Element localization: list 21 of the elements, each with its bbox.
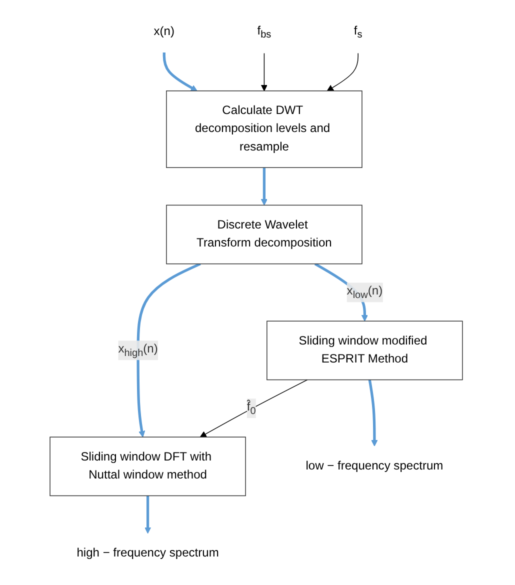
arrow bbox=[144, 496, 151, 534]
arrow bbox=[136, 262, 201, 438]
node-text: low − frequency spectrum bbox=[305, 460, 443, 472]
arrow bbox=[162, 52, 197, 92]
edge-label: f̂$_{0}$ bbox=[246, 400, 256, 416]
edge-label: x$_{low}$(n) bbox=[346, 284, 382, 300]
node-box bbox=[49, 436, 246, 496]
arrow bbox=[200, 379, 308, 438]
arrow bbox=[326, 52, 358, 92]
node-box bbox=[266, 320, 462, 380]
arrow bbox=[368, 380, 378, 446]
node-text: high − frequency spectrum bbox=[76, 546, 218, 560]
arrow bbox=[260, 52, 268, 92]
node-box bbox=[166, 90, 362, 168]
arrow bbox=[260, 168, 268, 206]
flowchart-diagram: x$_{low}$(n) x$_{high}$(n) f̂$_{0}$ x(n) f$_{bs}$ f$_{s}$ Calculate DWT decomposition levels and resample Discrete Wavelet Transform decomposition Sliding window modified ESPRIT Method Sliding window DFT with Nuttal window method low − frequency spectrum high − frequency spectrum bbox=[44, 5, 472, 580]
node-text: f$_{bs}$ bbox=[256, 24, 271, 40]
node-text: f$_{s}$ bbox=[354, 24, 362, 40]
node-text: x(n) bbox=[153, 25, 174, 38]
edge-label: x$_{high}$(n) bbox=[118, 342, 158, 358]
node-box bbox=[166, 204, 362, 264]
